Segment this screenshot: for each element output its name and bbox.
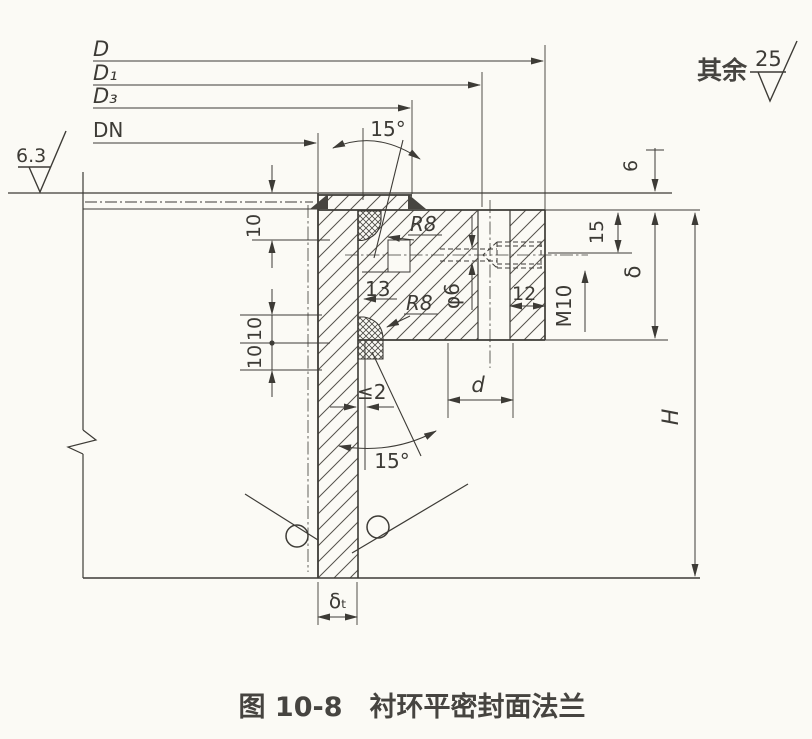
dim-le2: ≤2 [330, 380, 394, 411]
angle-label-top: 15° [370, 117, 405, 141]
dim-15: 15 [586, 212, 622, 253]
break-zigzag [66, 429, 98, 455]
dim-12-label: 12 [512, 283, 536, 305]
hidden-hole-lines [440, 241, 545, 269]
dim-10-top-label: 10 [243, 214, 265, 238]
roughness-corner-prefix: 其余 [697, 56, 748, 85]
dim-d-label: d [471, 373, 485, 397]
dim-delta-label: δ [621, 266, 645, 279]
dim-label-D1: D₁ [93, 61, 118, 85]
raised-face-section [318, 195, 412, 210]
dim-d: d [447, 373, 514, 404]
diameter-dimensions: D D₁ D₃ DN [93, 37, 544, 147]
dim-label-D: D [93, 37, 109, 61]
roughness-check-icon-corner [750, 40, 798, 103]
dim-6-label: 6 [620, 160, 642, 172]
extension-lines [240, 45, 664, 625]
dim-10-top: 10 [243, 165, 276, 268]
angle-arc-top [332, 139, 421, 160]
dim-delta: δ [621, 212, 659, 339]
dim-10-pair-dot [269, 340, 275, 346]
dim-15-label: 15 [586, 220, 608, 244]
r8-bottom-leader [386, 315, 411, 328]
dim-6: 6 [620, 148, 659, 192]
r8-bottom-label: R8 [406, 291, 433, 315]
roughness-symbol-corner: 其余 25 [697, 40, 798, 103]
dim-label-D3: D₃ [93, 84, 118, 108]
phi6-label: φ6 [440, 283, 464, 309]
centerlines [307, 200, 588, 572]
dim-label-DN: DN [93, 118, 123, 142]
dim-deltat-label: δₜ [329, 589, 347, 613]
angle-dim-top: 15° [332, 117, 421, 160]
weld-circle-left [285, 524, 309, 548]
flange-body-left-section [318, 210, 478, 340]
flange-rim-section [510, 210, 545, 340]
roughness-symbol-left: 6.3 [16, 130, 67, 194]
weld-fillet-right [408, 194, 426, 209]
gasket-notch [387, 239, 411, 273]
weld-symbols [244, 483, 469, 554]
r8-top-label: R8 [410, 212, 437, 236]
weld-circle-right [366, 515, 390, 539]
pipe-wall-section [318, 340, 358, 578]
dim-13: 13 [363, 277, 397, 303]
dim-H-label: H [659, 409, 684, 426]
roughness-check-icon [18, 130, 67, 194]
drill-cone [482, 241, 498, 269]
dim-R8-top: R8 [387, 212, 442, 242]
dim-m10: M10 [552, 270, 589, 332]
lining-ring-bottom-section [357, 316, 384, 360]
angle-dim-bottom: 15° [338, 430, 437, 473]
roughness-left-value: 6.3 [16, 145, 46, 167]
flare-slant-top [373, 139, 404, 259]
dim-10-pair: 10 10 [244, 289, 276, 397]
dim-R8-bottom: R8 [386, 291, 438, 328]
weld-fillet-left [310, 194, 328, 209]
dim-10-bot-label: 10 [244, 345, 266, 369]
lining-ring-top-section [357, 210, 382, 242]
flange-section-hatching [318, 195, 545, 578]
dim-13-label: 13 [365, 277, 390, 301]
dim-12: 12 [509, 283, 546, 310]
angle-arc-bottom [338, 430, 437, 452]
r8-top-leader [387, 234, 415, 242]
dim-phi6: φ6 [440, 215, 476, 310]
m10-label: M10 [552, 285, 576, 328]
roughness-corner-value: 25 [755, 47, 782, 71]
le2-label: ≤2 [357, 380, 386, 404]
weld-tangent-line-right [351, 483, 469, 554]
dim-delta-t: δₜ [317, 589, 358, 621]
weld-tangent-line-left [244, 493, 319, 541]
angle-label-bottom: 15° [374, 449, 409, 473]
figure-caption: 图 10-8 衬环平密封面法兰 [239, 691, 586, 723]
dim-H: H [659, 212, 699, 577]
dim-10-mid-label: 10 [244, 317, 266, 341]
